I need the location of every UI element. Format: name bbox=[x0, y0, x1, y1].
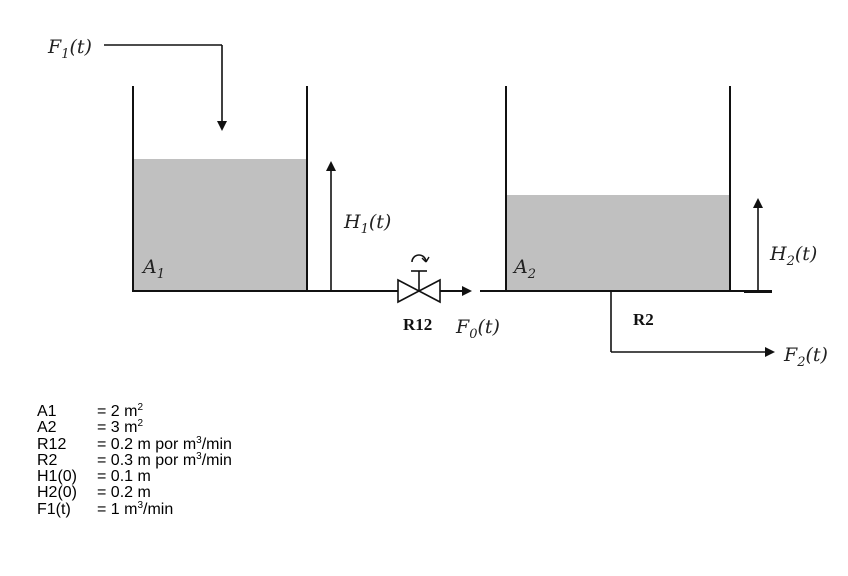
param-name: R2 bbox=[37, 451, 58, 469]
h2-label: H2(t) bbox=[769, 243, 817, 269]
parameter-row: F1(t) = 1 m3/min bbox=[37, 499, 232, 518]
param-value: = 0.2 m por m3/min bbox=[97, 434, 232, 453]
tank-2 bbox=[505, 86, 731, 292]
param-value: = 3 m2 bbox=[97, 418, 144, 437]
param-value: = 1 m3/min bbox=[97, 499, 174, 518]
param-name: H1(0) bbox=[37, 468, 78, 486]
param-value: = 0.1 m bbox=[97, 468, 151, 486]
inflow-label: F1(t) bbox=[47, 36, 92, 62]
h1-label: H1(t) bbox=[343, 211, 391, 237]
parameter-row: R2 = 0.3 m por m3/min bbox=[37, 450, 232, 469]
two-tank-diagram: F1(t) H1(t) H2(t) A1 A2 R12 F0(t) R2 F2(… bbox=[47, 36, 828, 370]
outflow-label: F2(t) bbox=[783, 344, 828, 370]
f0-label: F0(t) bbox=[455, 316, 500, 342]
parameter-row: A2 = 3 m2 bbox=[37, 418, 232, 437]
r2-label: R2 bbox=[633, 310, 654, 329]
valve-icon bbox=[397, 254, 441, 304]
parameter-row: A1 = 2 m2 bbox=[37, 402, 232, 420]
tank-2-liquid bbox=[506, 195, 730, 291]
param-name: F1(t) bbox=[37, 500, 71, 518]
parameter-row: H2(0) = 0.2 m bbox=[37, 484, 232, 502]
param-name: A2 bbox=[37, 419, 57, 437]
param-value: = 2 m2 bbox=[97, 402, 144, 420]
parameter-row: R12 = 0.2 m por m3/min bbox=[37, 434, 232, 453]
tank-1 bbox=[132, 86, 308, 292]
param-value: = 0.2 m bbox=[97, 484, 151, 502]
a1-label: A1 bbox=[141, 256, 165, 282]
parameter-list: A1 = 2 m2 A2 = 3 m2 R12 = 0.2 m por m3/m… bbox=[37, 402, 232, 518]
param-name: A1 bbox=[37, 403, 57, 420]
param-value: = 0.3 m por m3/min bbox=[97, 450, 232, 469]
a2-label: A2 bbox=[512, 256, 536, 282]
param-name: H2(0) bbox=[37, 484, 78, 502]
param-name: R12 bbox=[37, 435, 67, 453]
parameter-row: H1(0) = 0.1 m bbox=[37, 468, 232, 486]
valve-label: R12 bbox=[403, 315, 432, 334]
tank-1-liquid bbox=[133, 159, 307, 291]
